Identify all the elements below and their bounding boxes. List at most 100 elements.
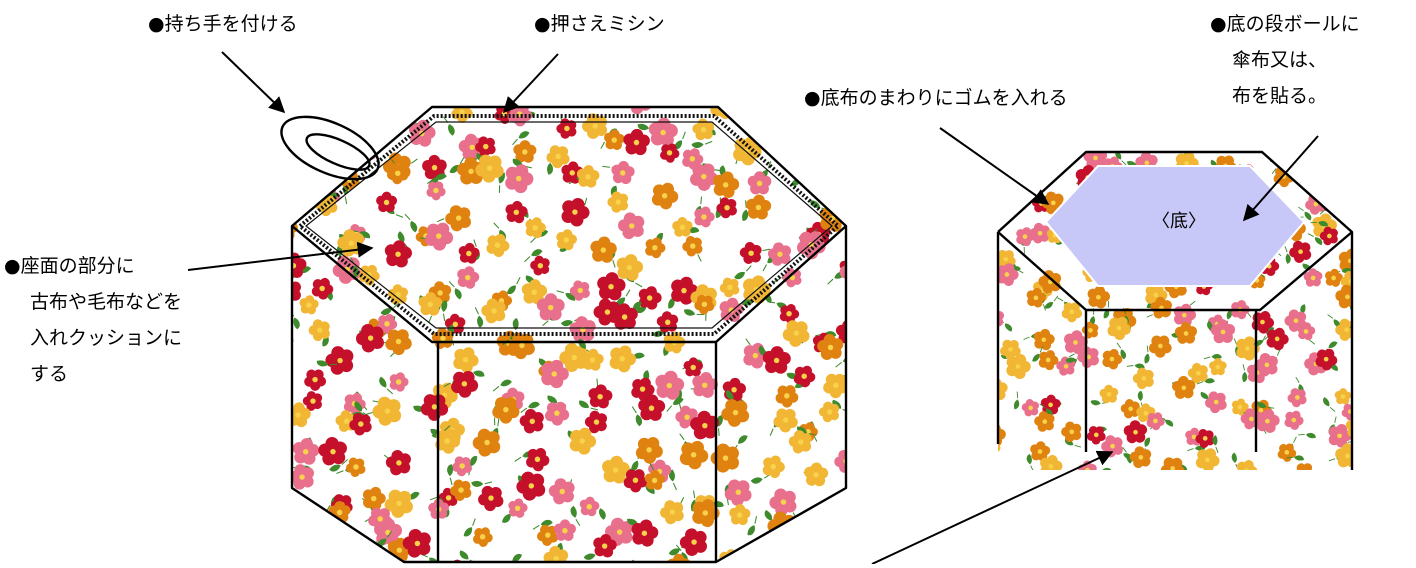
- leaf-motif: [627, 87, 641, 108]
- flower-center: [488, 495, 493, 500]
- flower-center: [702, 302, 707, 307]
- flower-center: [396, 379, 401, 384]
- flower-center: [691, 452, 696, 457]
- flower-center: [605, 309, 610, 314]
- flower-center: [998, 152, 1003, 157]
- arrow-lower: [872, 452, 1112, 564]
- flower-center: [1023, 234, 1028, 239]
- flower-center: [1184, 331, 1189, 336]
- flower-center: [570, 170, 575, 175]
- flower-center: [538, 263, 543, 268]
- flower-center: [670, 509, 675, 514]
- flower-motif: [282, 161, 321, 200]
- flower-center: [703, 510, 708, 515]
- label-seat-cushion-line: 入れクッションに: [30, 320, 182, 356]
- leaf-motif: [814, 557, 830, 564]
- flower-center: [1073, 340, 1078, 345]
- leaf-motif: [875, 223, 896, 238]
- flower-center: [1094, 433, 1099, 438]
- flower-center: [299, 474, 304, 479]
- flower-center: [572, 209, 577, 214]
- flower-center: [466, 251, 471, 256]
- flower-center: [634, 140, 639, 145]
- leaf-motif: [982, 447, 995, 465]
- flower-center: [1363, 158, 1368, 163]
- flower-center: [613, 467, 618, 472]
- flower-center: [737, 512, 742, 517]
- flower-center: [620, 356, 625, 361]
- flower-center: [992, 316, 997, 321]
- flower-center: [866, 178, 871, 183]
- flower-center: [1371, 295, 1376, 300]
- flower-center: [1302, 470, 1307, 475]
- flower-center: [1184, 161, 1189, 166]
- flower-center: [1275, 337, 1280, 342]
- flower-center: [1057, 158, 1062, 163]
- leaf-motif: [852, 313, 871, 334]
- flower-center: [1142, 376, 1147, 381]
- flower-motif: [847, 488, 870, 510]
- leaf-motif: [859, 338, 880, 355]
- handle-loop-inner: [302, 127, 374, 177]
- flower-center: [1205, 457, 1210, 462]
- flower-center: [319, 286, 324, 291]
- flower-center: [608, 284, 613, 289]
- flower-center: [812, 176, 817, 181]
- leaf-motif: [979, 384, 996, 401]
- flower-center: [1324, 357, 1329, 362]
- flower-center: [1093, 156, 1098, 161]
- flower-center: [318, 142, 323, 147]
- flower-center: [358, 421, 363, 426]
- flower-motif: [1344, 163, 1376, 195]
- flower-center: [298, 178, 303, 183]
- flower-center: [1345, 454, 1350, 459]
- flower-motif: [874, 298, 907, 331]
- flower-center: [1158, 344, 1163, 349]
- flower-center: [620, 170, 625, 175]
- flower-center: [724, 205, 729, 210]
- flower-center: [519, 343, 524, 348]
- flower-center: [344, 419, 349, 424]
- flower-center: [384, 321, 389, 326]
- leaf-motif: [1323, 163, 1334, 180]
- flower-center: [874, 296, 879, 301]
- flower-center: [515, 506, 520, 511]
- flower-center: [292, 559, 297, 564]
- flower-motif: [1352, 147, 1380, 175]
- flower-center: [458, 487, 463, 492]
- flower-center: [720, 103, 725, 108]
- flower-center: [483, 144, 488, 149]
- flower-center: [317, 327, 322, 332]
- flower-center: [592, 123, 597, 128]
- flower-center: [302, 153, 307, 158]
- flower-center: [432, 165, 437, 170]
- flower-center: [1337, 433, 1342, 438]
- flower-center: [453, 322, 458, 327]
- flower-center: [363, 146, 368, 151]
- flower-motif: [371, 99, 402, 130]
- flower-center: [1133, 430, 1138, 435]
- leaf-motif: [889, 305, 904, 326]
- flower-center: [462, 381, 467, 386]
- flower-center: [468, 169, 473, 174]
- leaf-motif: [738, 79, 759, 93]
- flower-center: [1170, 466, 1175, 471]
- flower-center: [1046, 358, 1051, 363]
- flower-center: [503, 407, 508, 412]
- flower-center: [864, 469, 869, 474]
- leaf-motif: [1343, 168, 1360, 178]
- flower-center: [684, 414, 689, 419]
- flower-center: [777, 251, 782, 256]
- flower-center: [1117, 326, 1122, 331]
- flower-center: [680, 225, 685, 230]
- flower-center: [594, 419, 599, 424]
- flower-center: [872, 553, 877, 558]
- flower-center: [1265, 363, 1270, 368]
- flower-center: [1003, 257, 1008, 262]
- leaf-motif: [849, 450, 864, 471]
- flower-center: [880, 229, 885, 234]
- leaf-motif: [813, 154, 834, 168]
- flower-center: [371, 496, 376, 501]
- flower-motif: [1026, 149, 1052, 175]
- flower-center: [1291, 418, 1296, 423]
